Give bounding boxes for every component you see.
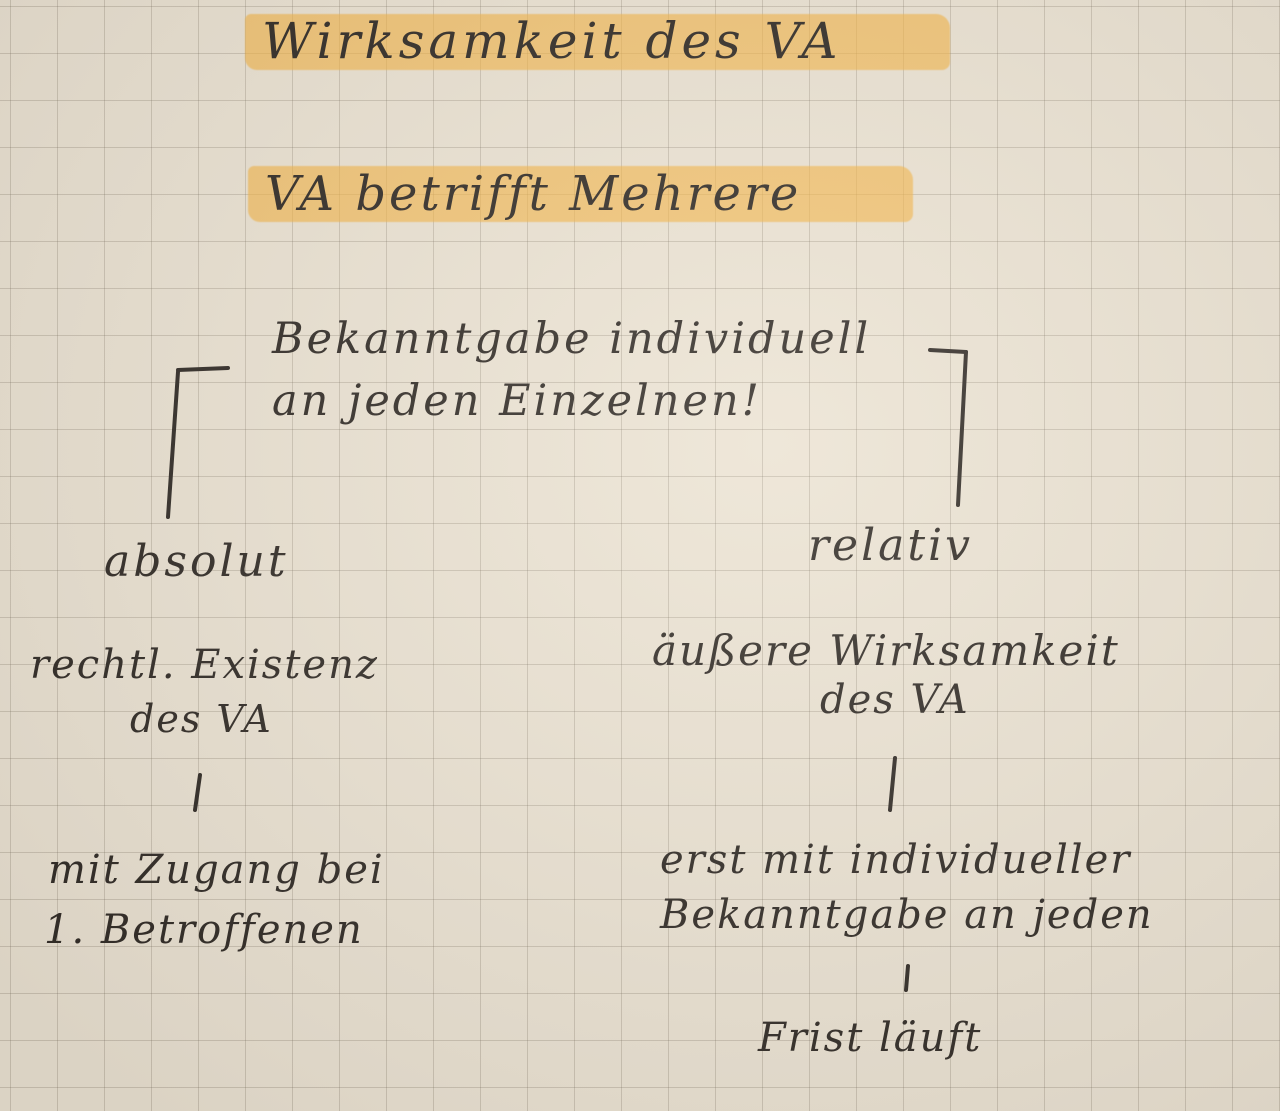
note-line-2: an jeden Einzelnen! bbox=[272, 376, 762, 426]
left-bracket-top bbox=[176, 366, 230, 372]
branch-right-desc-1: äußere Wirksamkeit bbox=[652, 626, 1120, 675]
branch-left-label: absolut bbox=[104, 536, 289, 587]
note-line-1: Bekanntgabe individuell bbox=[272, 314, 872, 364]
branch-right-result-1: erst mit individueller bbox=[660, 837, 1132, 883]
page-title: Wirksamkeit des VA bbox=[262, 12, 842, 70]
branch-right-result-2: Bekanntgabe an jeden bbox=[660, 892, 1154, 938]
branch-right-final: Frist läuft bbox=[758, 1015, 983, 1061]
title-highlight bbox=[245, 14, 950, 70]
right-bracket-stem bbox=[956, 350, 968, 507]
branch-right-desc-2: des VA bbox=[820, 677, 970, 723]
final-tick bbox=[904, 964, 910, 992]
left-tick bbox=[193, 773, 202, 812]
right-bracket-top bbox=[928, 348, 968, 354]
right-tick bbox=[888, 756, 897, 812]
branch-left-desc-2: des VA bbox=[130, 697, 273, 741]
branch-left-result-2: 1. Betroffenen bbox=[44, 907, 364, 953]
branch-left-desc-1: rechtl. Existenz bbox=[30, 642, 379, 688]
branch-right-label: relativ bbox=[808, 520, 973, 571]
left-bracket-stem bbox=[166, 370, 180, 519]
branch-left-result-1: mit Zugang bei bbox=[48, 847, 385, 893]
page-subtitle: VA betrifft Mehrere bbox=[265, 166, 802, 222]
subtitle-highlight bbox=[248, 166, 913, 222]
